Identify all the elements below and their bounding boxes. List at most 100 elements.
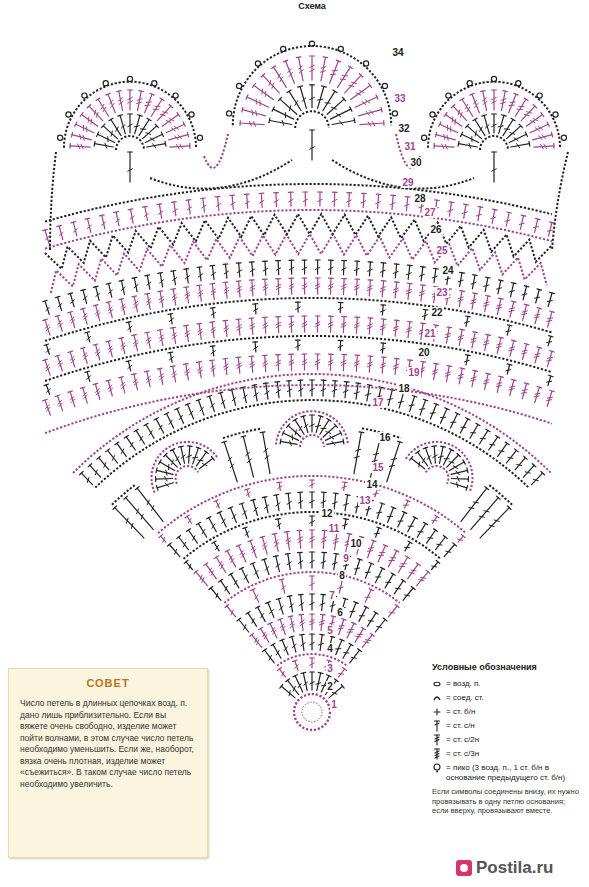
stitch-symbol xyxy=(264,559,269,574)
stitch-symbol xyxy=(310,560,315,562)
stitch-symbol xyxy=(383,121,384,126)
stitch-symbol xyxy=(115,442,119,445)
stitch-symbol xyxy=(356,261,358,275)
stitch-symbol xyxy=(343,97,346,101)
stitch-symbol xyxy=(366,100,370,103)
stitch-symbol xyxy=(239,263,240,277)
stitch-symbol xyxy=(212,524,215,528)
stitch-symbol xyxy=(68,312,73,313)
stitch-symbol xyxy=(147,379,151,382)
stitch-symbol xyxy=(276,260,281,261)
stitch-symbol xyxy=(68,293,73,294)
stitch-symbol xyxy=(237,289,241,292)
stitch-symbol xyxy=(381,280,386,282)
stitch-symbol xyxy=(278,668,282,671)
stitch-symbol xyxy=(494,520,499,521)
stitch-symbol xyxy=(289,199,294,202)
stitch-symbol xyxy=(211,571,213,576)
chain-stitches xyxy=(51,234,547,293)
chain-stitches xyxy=(426,466,449,484)
stitch-symbol xyxy=(432,566,437,567)
stitch-symbol xyxy=(497,288,502,289)
stitch-symbol xyxy=(332,563,337,565)
stitch-symbol xyxy=(485,487,489,490)
row-number: 12 xyxy=(320,508,333,519)
stitch-symbol xyxy=(242,107,243,112)
row-number: 19 xyxy=(407,367,420,378)
stitch-symbol xyxy=(421,362,423,378)
stitch-symbol xyxy=(89,106,103,121)
stitch-symbol xyxy=(157,203,162,205)
stitch-symbol xyxy=(229,556,232,560)
stitch-symbol xyxy=(263,75,279,93)
stitch-symbol xyxy=(124,496,128,499)
stitch-symbol xyxy=(310,424,315,426)
legend-symbol xyxy=(434,697,440,700)
stitch-symbol xyxy=(268,622,272,624)
stitch-symbol xyxy=(160,98,164,101)
stitch-symbol xyxy=(369,318,370,334)
stitch-symbol xyxy=(78,144,80,149)
stitch-symbol xyxy=(250,286,255,289)
stitch-symbol xyxy=(498,443,507,456)
stitch-symbol xyxy=(210,307,215,309)
stitch-symbol xyxy=(339,669,345,677)
stitch-symbol xyxy=(484,115,489,133)
stitch-symbol xyxy=(240,551,243,555)
chain-stitches xyxy=(552,152,568,250)
stitch-symbol xyxy=(80,134,81,139)
stitch-symbol xyxy=(185,334,189,337)
stitch-symbol xyxy=(350,650,360,663)
stitch-symbol xyxy=(416,451,420,454)
stitch-symbol xyxy=(434,403,439,405)
stitch-symbol xyxy=(428,537,433,539)
stitch-symbol xyxy=(322,530,327,531)
stitch-symbol xyxy=(344,519,346,529)
stitch-symbol xyxy=(497,338,501,354)
stitch-symbol xyxy=(87,478,89,483)
stitch-symbol xyxy=(184,560,188,563)
symbol-stroke xyxy=(435,734,440,735)
picot-symbol xyxy=(436,771,438,773)
stitch-symbol xyxy=(311,415,312,432)
chain-stitches xyxy=(223,428,262,438)
stitch-symbol xyxy=(128,208,133,210)
stitch-symbol xyxy=(553,143,554,148)
stitch-symbol xyxy=(263,261,268,262)
tip-box: СОВЕТЧисло петель в длинных цепочках воз… xyxy=(8,668,208,858)
stitch-symbol xyxy=(129,152,130,182)
stitch-symbol xyxy=(88,225,92,228)
stitch-symbol xyxy=(392,458,397,460)
stitch-symbol xyxy=(147,282,151,285)
stitch-symbol xyxy=(535,218,540,219)
stitch-symbol xyxy=(524,383,529,384)
chain-stitches xyxy=(176,466,199,484)
stitch-symbol xyxy=(96,310,100,314)
stitch-symbol xyxy=(147,118,151,121)
stitch-symbol xyxy=(117,90,122,92)
stitch-symbol xyxy=(484,302,489,303)
stitch-symbol xyxy=(416,563,420,566)
stitch-symbol xyxy=(184,286,189,288)
stitch-symbol xyxy=(213,308,214,318)
stitch-symbol xyxy=(263,288,268,291)
stitch-symbol xyxy=(469,143,471,148)
stitch-symbol xyxy=(341,684,344,688)
stitch-symbol xyxy=(242,568,249,582)
stitch-symbol xyxy=(227,551,235,567)
row-number: 25 xyxy=(435,245,448,256)
stitch-symbol xyxy=(368,324,373,326)
stitch-symbol xyxy=(321,428,326,429)
stitch-symbol xyxy=(186,287,188,303)
stitch-symbol xyxy=(219,562,222,567)
stitch-symbol xyxy=(447,135,448,140)
stitch-symbol xyxy=(365,572,370,574)
stitch-symbol xyxy=(80,472,84,475)
stitch-symbol xyxy=(170,449,174,451)
stitch-symbol xyxy=(310,671,315,672)
row-number: 21 xyxy=(423,328,436,339)
stitch-symbol xyxy=(282,627,286,631)
stitch-symbol xyxy=(134,296,137,312)
stitch-symbol xyxy=(270,121,292,125)
stitch-symbol xyxy=(128,101,133,103)
